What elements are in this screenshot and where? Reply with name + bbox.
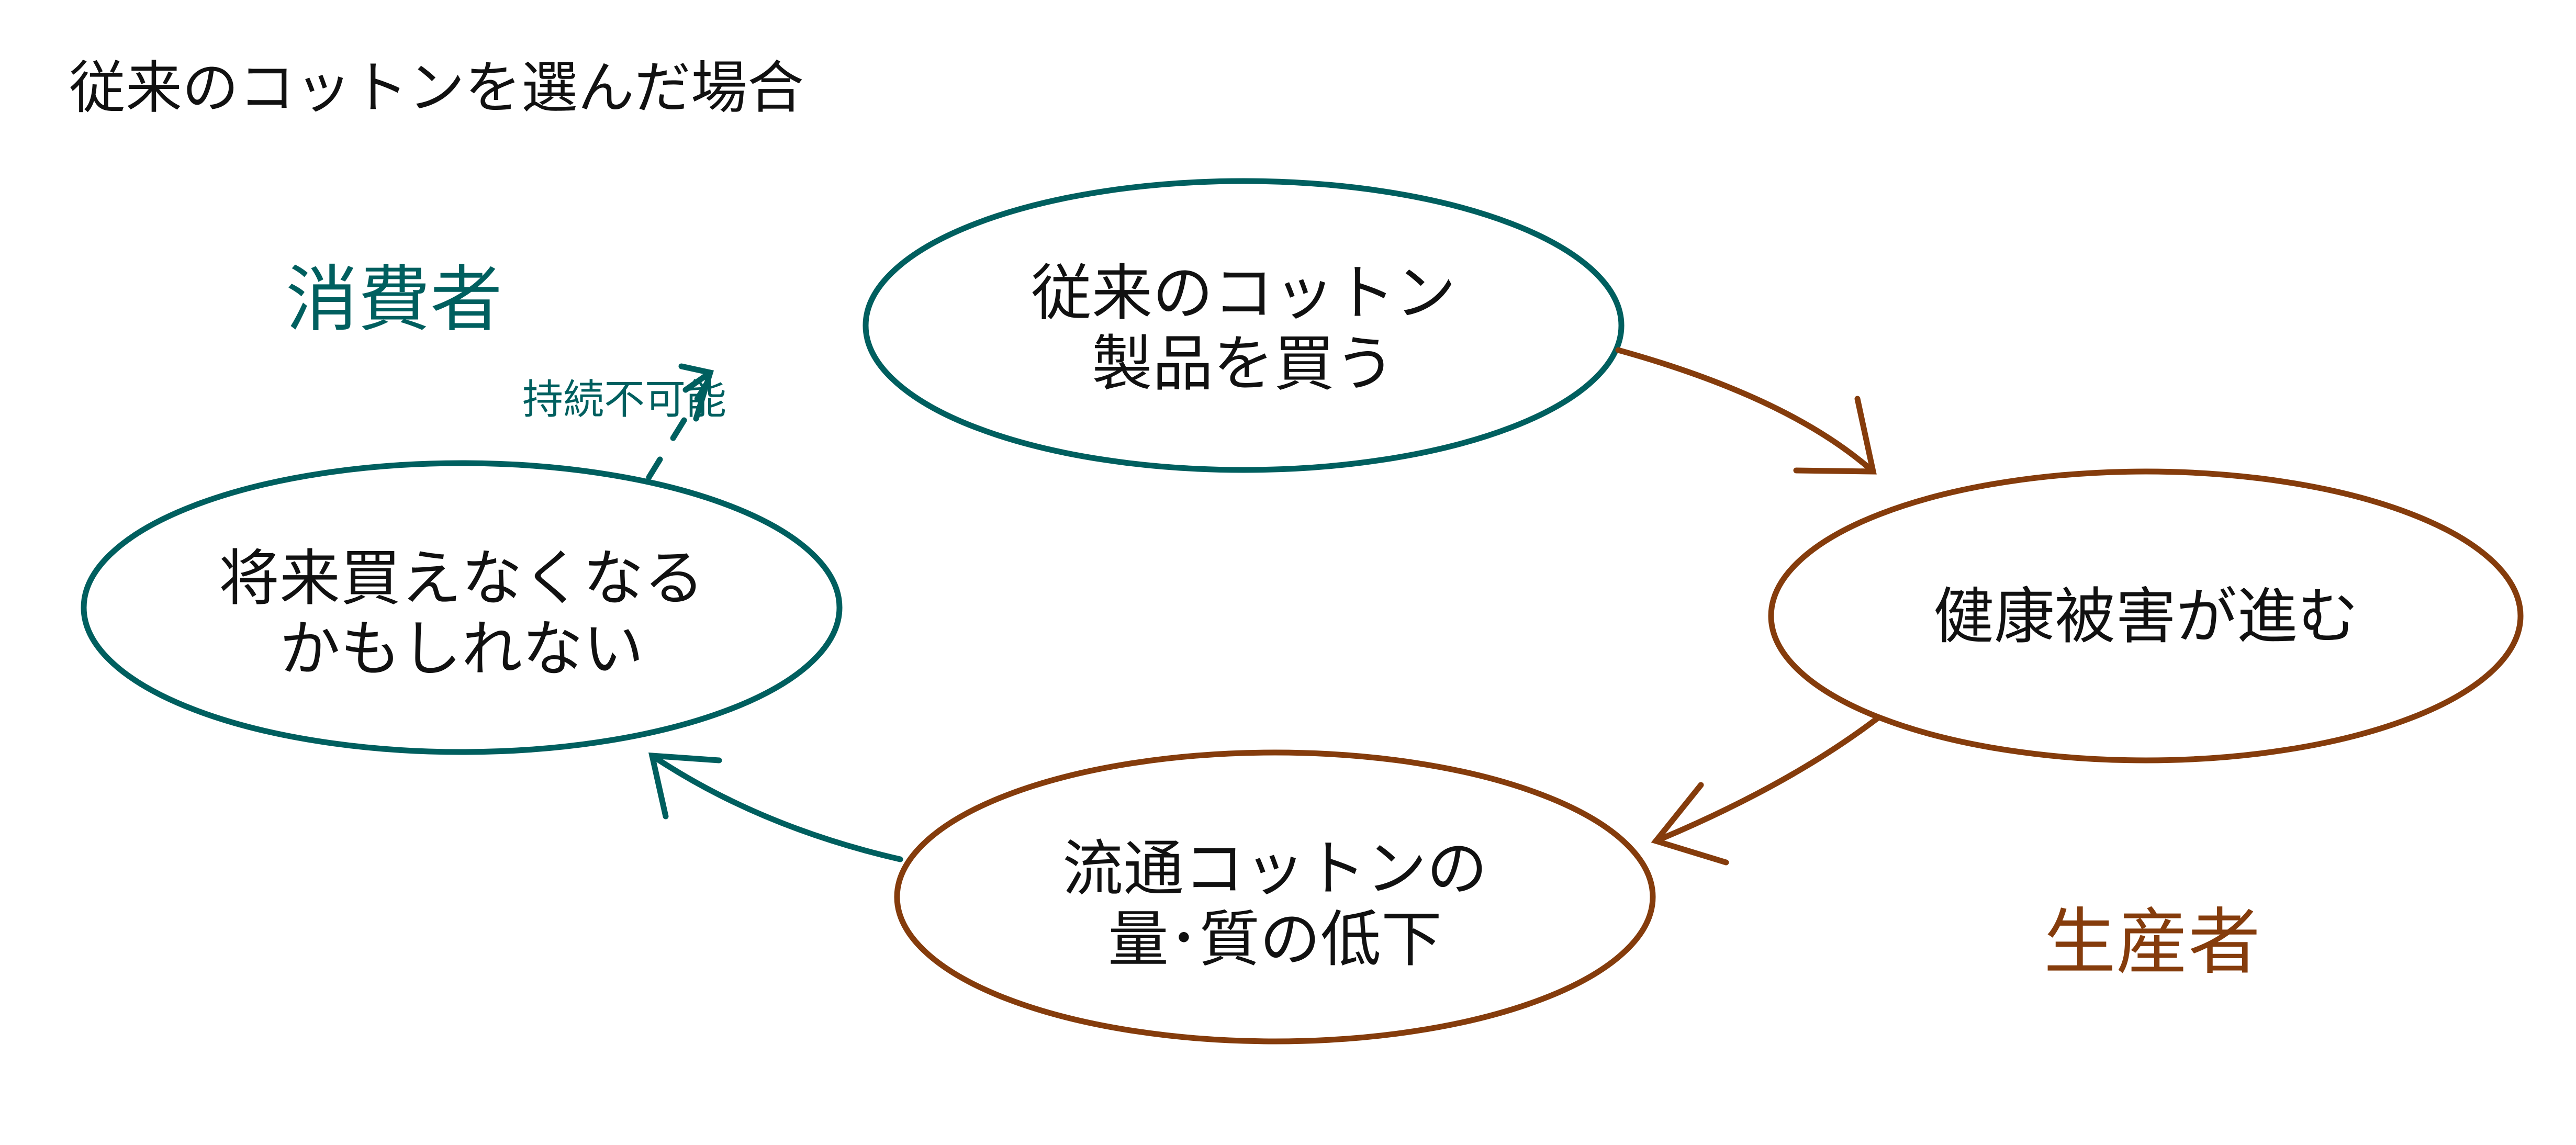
arrow-dashed-unsustainable	[646, 363, 714, 480]
node-text-line2: 製品を買う	[1092, 329, 1395, 399]
node-health-damage: 健康被害が進む	[1768, 468, 2524, 764]
node-text-line2: 量･質の低下	[1108, 904, 1442, 975]
node-buy-conventional: 従来のコットン 製品を買う	[863, 178, 1625, 473]
producer-label: 生産者	[2044, 900, 2260, 984]
node-text-line1: 将来買えなくなる	[219, 543, 704, 614]
arrow-buy-to-health	[1615, 347, 1877, 475]
node-cannot-buy-future: 将来買えなくなる かもしれない	[81, 460, 843, 755]
node-text-line1: 従来のコットン	[1031, 258, 1456, 329]
node-quality-decline: 流通コットンの 量･質の低下	[894, 749, 1656, 1045]
node-text-line1: 健康被害が進む	[1933, 581, 2358, 652]
arrow-health-to-quality	[1651, 715, 1881, 866]
node-ellipse	[894, 749, 1656, 1045]
node-ellipse	[863, 178, 1625, 473]
consumer-label: 消費者	[286, 257, 502, 342]
node-ellipse	[1768, 468, 2524, 764]
node-ellipse	[81, 460, 843, 755]
diagram-title: 従来のコットンを選んだ場合	[69, 55, 804, 121]
arrow-quality-to-future	[648, 752, 903, 862]
node-text-line2: かもしれない	[279, 614, 644, 684]
node-text-line1: 流通コットンの	[1062, 834, 1487, 904]
